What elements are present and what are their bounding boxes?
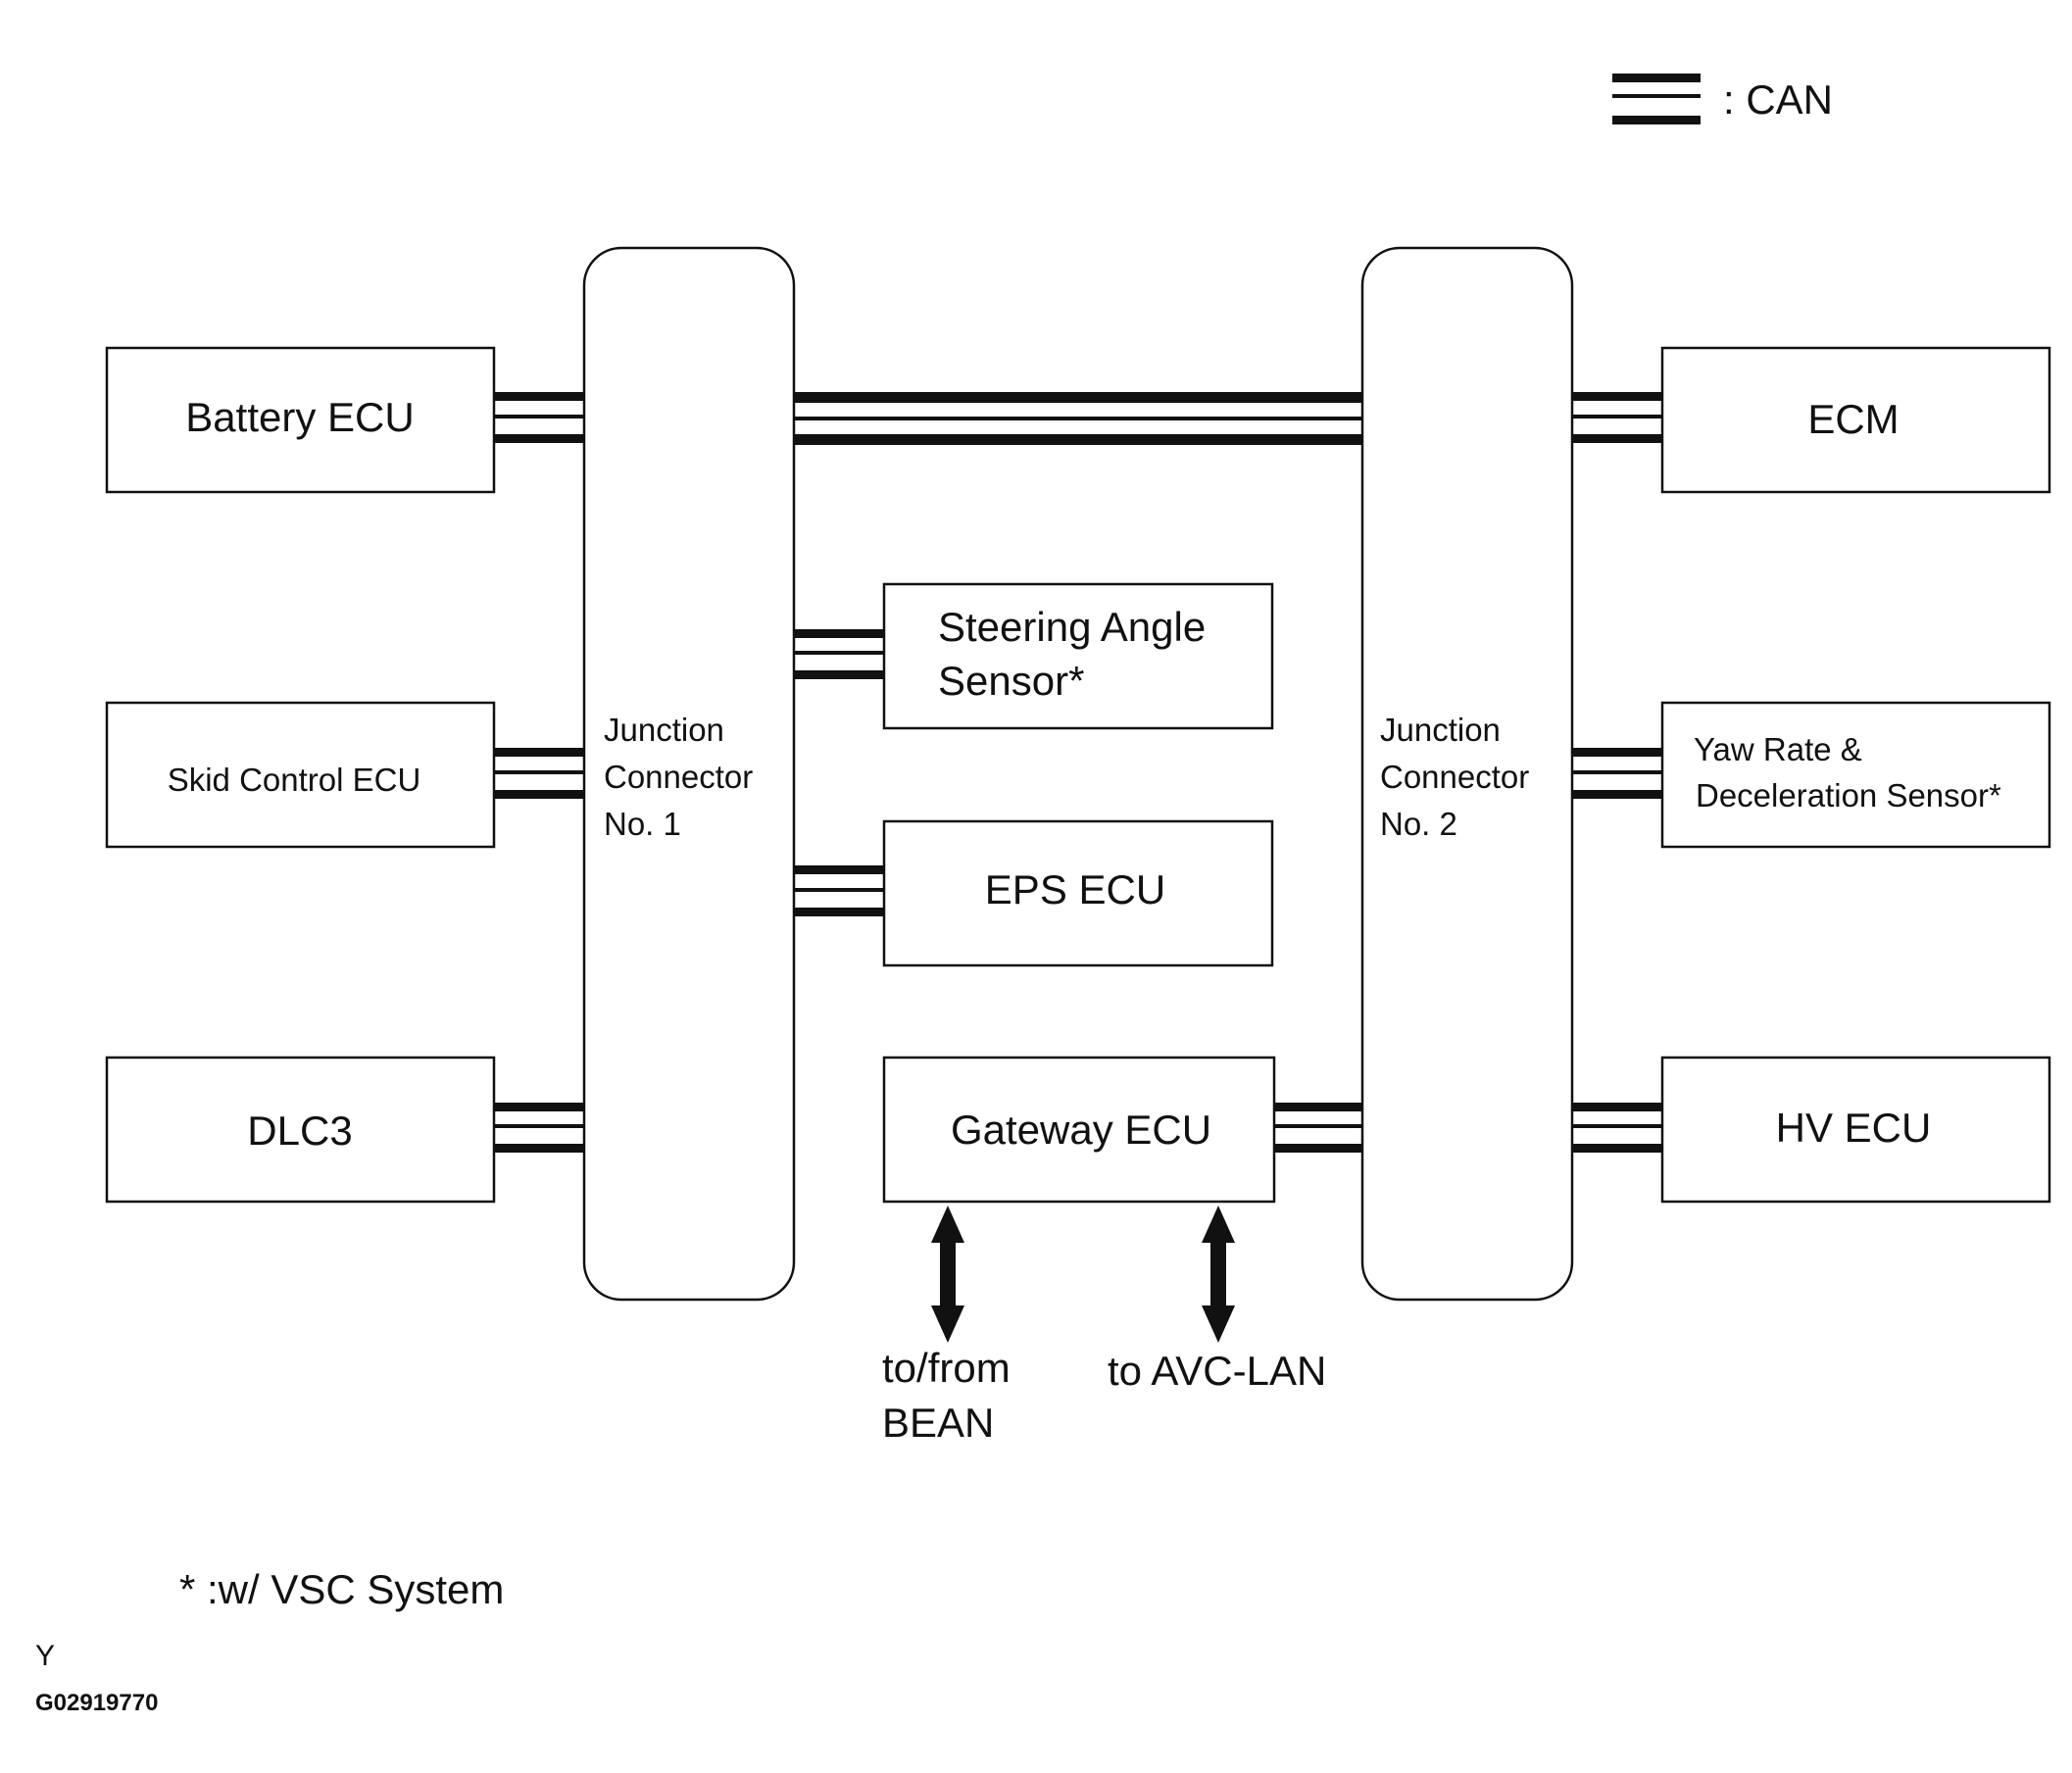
steering-angle-sensor-label-line2: Sensor* bbox=[938, 658, 1084, 704]
can-line-steering-angle-sensor bbox=[794, 629, 884, 679]
node-eps-ecu: EPS ECU bbox=[882, 819, 1274, 967]
bean-label-line2: BEAN bbox=[882, 1400, 994, 1446]
node-yaw-rate-sensor: Yaw Rate & Deceleration Sensor* bbox=[1660, 701, 2051, 849]
bean-double-arrow-icon bbox=[931, 1206, 964, 1343]
can-line-hv-ecu bbox=[1572, 1103, 1662, 1153]
figure-id: G02919770 bbox=[35, 1690, 158, 1716]
junction-connector-1-label-line1: Junction bbox=[604, 712, 724, 748]
ecm-label: ECM bbox=[1807, 396, 1899, 442]
node-gateway-ecu: Gateway ECU bbox=[882, 1056, 1276, 1204]
skid-control-ecu-label: Skid Control ECU bbox=[168, 762, 421, 798]
node-ecm: ECM bbox=[1660, 346, 2051, 494]
node-steering-angle-sensor: Steering Angle Sensor* bbox=[882, 582, 1274, 730]
can-line-ecm bbox=[1572, 392, 1662, 443]
can-line-yaw-rate-sensor bbox=[1572, 748, 1662, 799]
dlc3-label: DLC3 bbox=[247, 1108, 352, 1154]
node-battery-ecu: Battery ECU bbox=[105, 346, 496, 494]
can-line-symbol bbox=[1612, 74, 1701, 124]
can-line-battery-ecu bbox=[494, 392, 584, 443]
junction-connector-1-label-line3: No. 1 bbox=[604, 806, 681, 842]
can-line-trunk bbox=[794, 392, 1362, 445]
avc-lan-label: to AVC-LAN bbox=[1108, 1348, 1326, 1394]
avc-lan-double-arrow-icon bbox=[1202, 1206, 1235, 1343]
node-dlc3: DLC3 bbox=[105, 1056, 496, 1204]
yaw-rate-sensor-label-line1: Yaw Rate & bbox=[1694, 731, 1862, 767]
junction-connector-1: Junction Connector No. 1 bbox=[582, 246, 796, 1302]
hv-ecu-label: HV ECU bbox=[1776, 1105, 1932, 1151]
can-line-eps-ecu bbox=[794, 865, 884, 916]
node-hv-ecu: HV ECU bbox=[1660, 1056, 2051, 1204]
can-line-dlc3 bbox=[494, 1103, 584, 1153]
junction-connector-2-label-line2: Connector bbox=[1380, 759, 1529, 795]
junction-connector-2-label-line1: Junction bbox=[1380, 712, 1501, 748]
legend-label: : CAN bbox=[1723, 76, 1833, 123]
junction-connector-2-label-line3: No. 2 bbox=[1380, 806, 1457, 842]
battery-ecu-label: Battery ECU bbox=[185, 394, 414, 440]
can-line-skid-control-ecu bbox=[494, 748, 584, 799]
legend: : CAN bbox=[1612, 74, 1833, 124]
corner-letter: Y bbox=[35, 1640, 55, 1672]
steering-angle-sensor-label-line1: Steering Angle bbox=[938, 604, 1206, 650]
yaw-rate-sensor-label-line2: Deceleration Sensor* bbox=[1696, 777, 2001, 813]
junction-connector-1-label-line2: Connector bbox=[604, 759, 753, 795]
can-line-gateway-ecu bbox=[1274, 1103, 1362, 1153]
node-skid-control-ecu: Skid Control ECU bbox=[105, 701, 496, 849]
gateway-ecu-label: Gateway ECU bbox=[951, 1107, 1211, 1153]
eps-ecu-label: EPS ECU bbox=[985, 866, 1165, 912]
footnote: * :w/ VSC System bbox=[179, 1566, 504, 1612]
can-bus-lines bbox=[494, 392, 1662, 1153]
junction-connector-2: Junction Connector No. 2 bbox=[1360, 246, 1574, 1302]
bean-label-line1: to/from bbox=[882, 1345, 1011, 1391]
